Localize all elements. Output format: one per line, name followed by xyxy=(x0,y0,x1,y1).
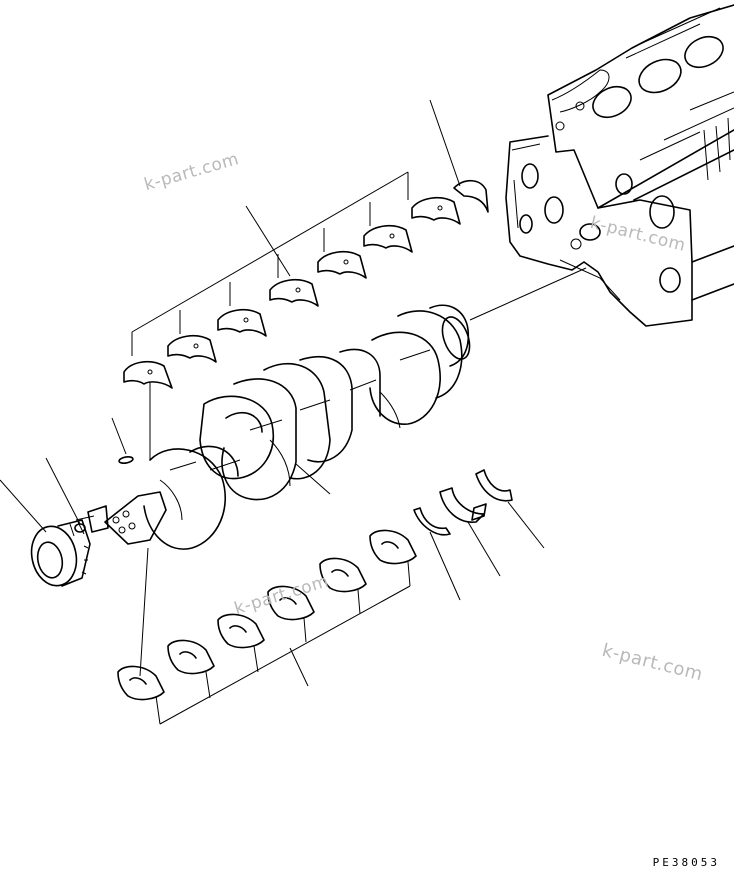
crankshaft xyxy=(75,304,471,550)
lower-bearing-shells xyxy=(117,529,417,701)
cylinder-block xyxy=(505,4,734,327)
upper-bearing-shells xyxy=(123,179,489,389)
key xyxy=(118,456,134,464)
front-seal xyxy=(30,519,91,587)
leader-lines xyxy=(0,99,587,725)
thrust-washers xyxy=(413,469,513,536)
drawing-code: PE38053 xyxy=(652,856,720,869)
